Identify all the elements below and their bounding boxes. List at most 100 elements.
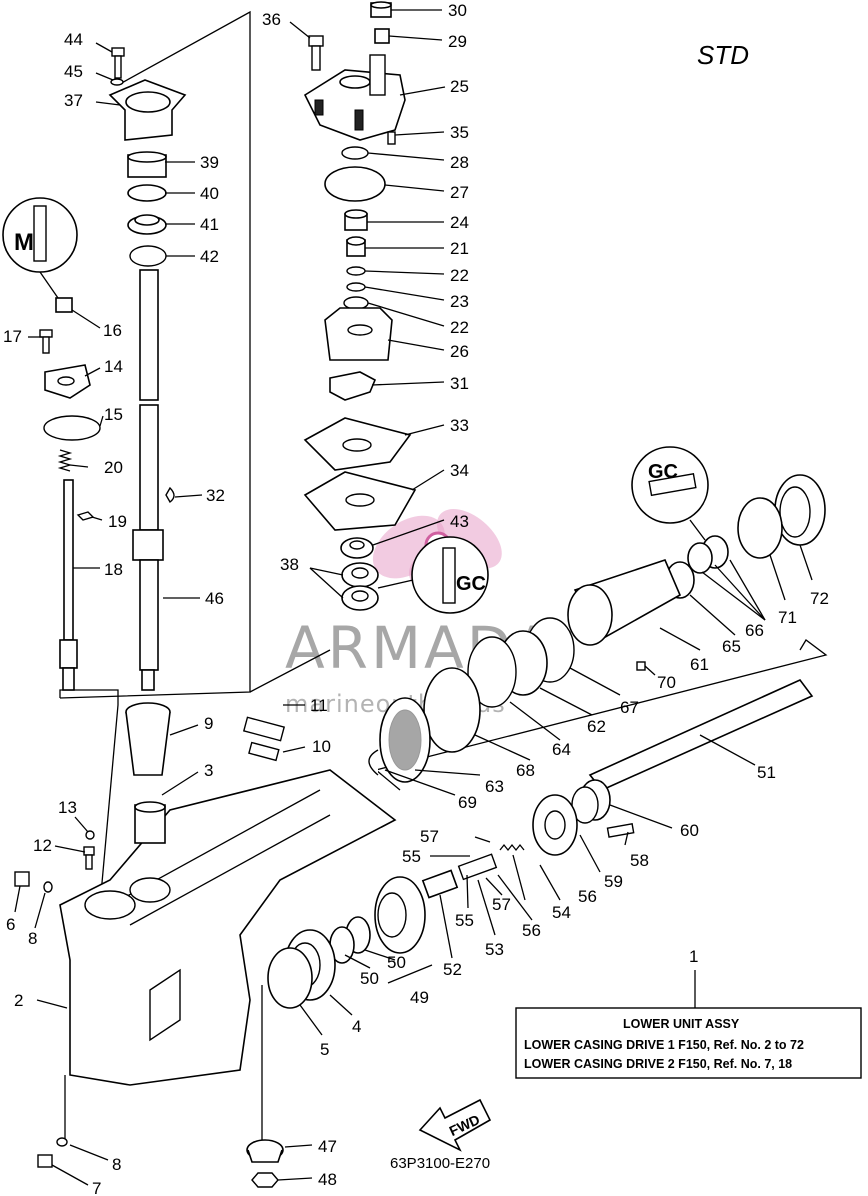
callout-labels: 44 45 37 39 40 41 42 16 17 14 15 20 19 1…: [3, 1, 829, 1196]
part-41-oil-seal: [127, 214, 167, 235]
callout-69: 69: [458, 793, 477, 812]
callout-10: 10: [312, 737, 331, 756]
callout-36: 36: [262, 10, 281, 29]
callout-63: 63: [485, 777, 504, 796]
callout-70: 70: [657, 673, 676, 692]
variant-label: STD: [697, 40, 749, 70]
part-69-circlip: [368, 749, 379, 776]
callout-57b: 57: [492, 895, 511, 914]
callout-29: 29: [448, 32, 467, 51]
callout-39: 39: [200, 153, 219, 172]
fwd-arrow-icon: FWD: [418, 1098, 492, 1152]
part-21-cartridge: [346, 236, 366, 257]
callout-3: 3: [204, 761, 213, 780]
callout-26: 26: [450, 342, 469, 361]
part-47-pinion: [246, 1139, 284, 1163]
part-60-spring: [571, 779, 611, 824]
part-23-washer: [346, 282, 366, 292]
info-box: 1 LOWER UNIT ASSY LOWER CASING DRIVE 1 F…: [515, 947, 862, 1079]
part-8-gasket-b: [56, 1137, 68, 1147]
part-32-key: [165, 486, 175, 504]
part-30-grommet: [370, 1, 392, 18]
part-40-washer: [127, 184, 167, 202]
callout-72: 72: [810, 589, 829, 608]
part-63-reverse-gear: [379, 697, 431, 783]
callout-61: 61: [690, 655, 709, 674]
callout-43: 43: [450, 512, 469, 531]
callout-6: 6: [6, 915, 15, 934]
callout-62: 62: [587, 717, 606, 736]
callout-18: 18: [104, 560, 123, 579]
callout-50a: 50: [360, 969, 379, 988]
info-box-title: LOWER UNIT ASSY: [623, 1017, 740, 1031]
callout-37: 37: [64, 91, 83, 110]
part-39-bearing: [127, 151, 167, 178]
part-42-o-ring: [129, 245, 167, 267]
callout-53: 53: [485, 940, 504, 959]
callout-67: 67: [620, 698, 639, 717]
part-7-plug: [37, 1154, 53, 1168]
part-15-o-ring: [43, 415, 101, 441]
part-43-seal: [340, 537, 374, 559]
callout-71: 71: [778, 608, 797, 627]
part-2-lower-casing: [59, 769, 397, 1086]
info-box-line2: LOWER CASING DRIVE 2 F150, Ref. No. 7, 1…: [524, 1057, 792, 1071]
callout-15: 15: [104, 405, 123, 424]
part-13-plug: [85, 830, 95, 840]
callout-8b: 8: [112, 1155, 121, 1174]
callout-7: 7: [92, 1179, 101, 1196]
callout-68: 68: [516, 761, 535, 780]
part-61-bearing-housing: [567, 559, 682, 646]
callout-5: 5: [320, 1040, 329, 1059]
detail-circle-gc-center: GC: [377, 536, 489, 614]
leader-lines: [14, 9, 813, 1186]
callout-55a: 55: [402, 847, 421, 866]
part-10-anode: [248, 741, 280, 762]
part-38-bearings: [341, 562, 379, 611]
part-33-plate: [303, 417, 412, 471]
callout-55b: 55: [455, 911, 474, 930]
part-22-washer-a: [346, 266, 366, 276]
callout-58: 58: [630, 851, 649, 870]
part-19-clip: [76, 511, 95, 521]
callout-30: 30: [448, 1, 467, 20]
part-52-shift-cam: [421, 869, 459, 899]
part-34-gasket: [303, 471, 417, 531]
part-35-pin: [387, 131, 396, 145]
part-59-clutch: [532, 794, 578, 856]
part-24-seal: [344, 209, 368, 231]
callout-38: 38: [280, 555, 299, 574]
callout-4: 4: [352, 1017, 361, 1036]
part-29-insert: [374, 28, 390, 44]
part-71-washer: [737, 497, 783, 559]
callout-20: 20: [104, 458, 123, 477]
callout-46: 46: [205, 589, 224, 608]
part-14-bracket: [44, 364, 91, 399]
callout-49: 49: [410, 988, 429, 1007]
callout-52: 52: [443, 960, 462, 979]
part-37-housing: [108, 79, 187, 141]
part-20-spring: [57, 449, 73, 472]
callout-54: 54: [552, 903, 571, 922]
part-44-bolt: [111, 47, 125, 79]
guide-lines: [59, 10, 828, 1150]
callout-13: 13: [58, 798, 77, 817]
part-54-spring: [499, 843, 525, 852]
callout-33: 33: [450, 416, 469, 435]
part-3-bearing: [134, 801, 166, 844]
callout-41: 41: [200, 215, 219, 234]
part-70-pin: [636, 661, 646, 671]
part-45-washer: [110, 78, 124, 86]
callout-32: 32: [206, 486, 225, 505]
drawing-code: 63P3100-E270: [390, 1155, 490, 1172]
part-18-shift-rod: [59, 479, 78, 691]
callout-50b: 50: [387, 953, 406, 972]
callout-45: 45: [64, 62, 83, 81]
callout-11: 11: [310, 696, 328, 715]
callout-23: 23: [450, 292, 469, 311]
callout-44: 44: [64, 30, 83, 49]
part-49-forward-gear: [374, 876, 426, 954]
callout-60: 60: [680, 821, 699, 840]
callout-34: 34: [450, 461, 469, 480]
